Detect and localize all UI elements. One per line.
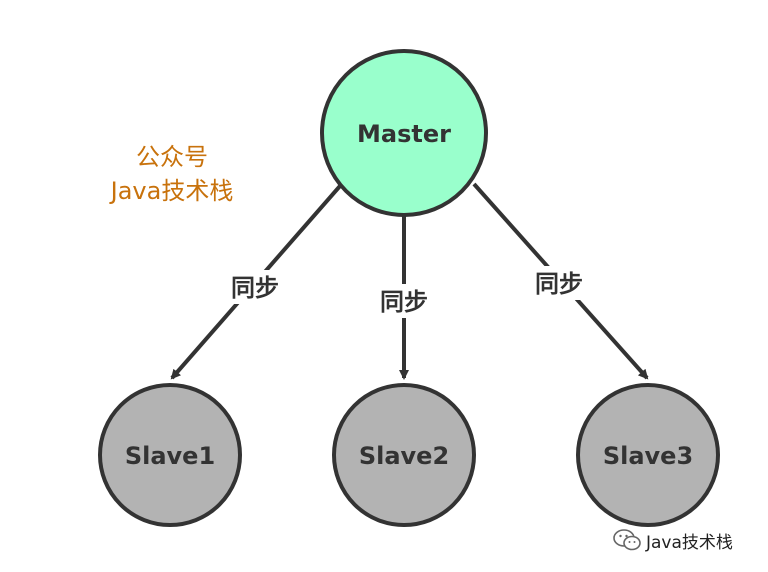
watermark-line1: 公众号 bbox=[136, 143, 208, 171]
master-label: Master bbox=[357, 120, 451, 148]
slave2-label: Slave2 bbox=[359, 442, 449, 470]
edge-label-slave3: 同步 bbox=[535, 270, 583, 298]
watermark-line2: Java技术栈 bbox=[110, 177, 234, 205]
slave1-node bbox=[98, 383, 242, 527]
wechat-icon bbox=[613, 529, 641, 551]
master-node bbox=[320, 49, 488, 217]
edge-label-slave2: 同步 bbox=[380, 288, 428, 316]
slave1-label: Slave1 bbox=[125, 442, 215, 470]
edge-label-slave1: 同步 bbox=[231, 274, 279, 302]
source-credit: Java技术栈 bbox=[612, 526, 733, 554]
watermark-text: 公众号 Java技术栈 bbox=[98, 140, 246, 208]
slave3-node bbox=[576, 383, 720, 527]
slave3-label: Slave3 bbox=[603, 442, 693, 470]
credit-text: Java技术栈 bbox=[646, 532, 733, 553]
slave2-node bbox=[332, 383, 476, 527]
